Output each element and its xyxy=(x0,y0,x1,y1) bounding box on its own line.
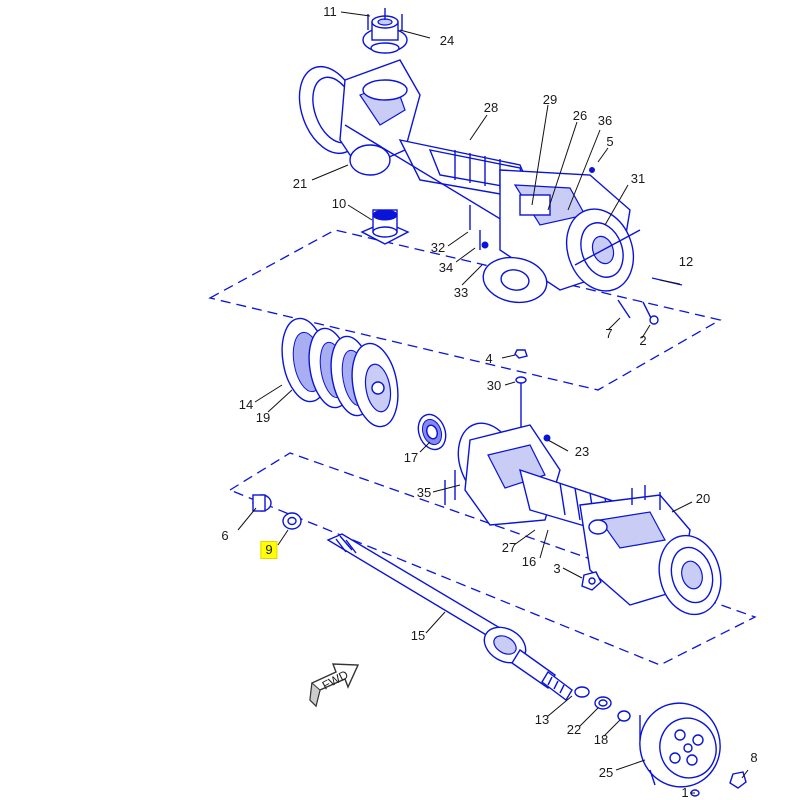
callout-11: 11 xyxy=(323,4,337,19)
callout-19: 19 xyxy=(255,410,271,425)
callout-28: 28 xyxy=(483,100,499,115)
drive-shaft-15 xyxy=(326,533,573,702)
callout-23: 23 xyxy=(574,444,590,459)
lower-group-boundary xyxy=(228,452,757,666)
callout-30: 30 xyxy=(486,378,502,393)
callout-36: 36 xyxy=(597,113,613,128)
upper-axle-assembly xyxy=(298,59,641,304)
callout-13: 13 xyxy=(534,712,550,727)
upper-group-boundary xyxy=(208,229,722,391)
callout-22: 22 xyxy=(566,722,582,737)
callout-8: 8 xyxy=(750,750,758,765)
callout-4: 4 xyxy=(485,351,493,366)
callout-26: 26 xyxy=(572,108,588,123)
callout-25: 25 xyxy=(598,765,614,780)
bushing-6 xyxy=(252,494,272,512)
splined-collar-17 xyxy=(417,413,447,451)
callout-18: 18 xyxy=(593,732,609,747)
callout-17: 17 xyxy=(403,450,419,465)
nut-4 xyxy=(514,349,528,359)
callout-31: 31 xyxy=(630,171,646,186)
washer-30 xyxy=(515,376,527,430)
wheel-hub-25 xyxy=(639,702,721,788)
callout-16: 16 xyxy=(521,554,537,569)
callout-29: 29 xyxy=(542,92,558,107)
leader-lines xyxy=(237,11,749,794)
callout-2: 2 xyxy=(639,333,647,348)
callout-15: 15 xyxy=(410,628,426,643)
callout-6: 6 xyxy=(221,528,229,543)
wheel-hub-top xyxy=(362,8,408,54)
callout-34: 34 xyxy=(438,260,454,275)
bushing-10 xyxy=(360,209,410,245)
callout-1: 1 xyxy=(681,785,689,800)
bolt-12 xyxy=(651,277,683,286)
callout-5: 5 xyxy=(606,134,614,149)
ring-18 xyxy=(617,710,631,722)
seal-9 xyxy=(282,512,302,530)
fwd-arrow: FWD xyxy=(309,663,360,708)
callout-7: 7 xyxy=(605,326,613,341)
callout-9-highlighted: 9 xyxy=(260,541,278,559)
clutch-pack xyxy=(281,317,399,428)
ring-13 xyxy=(574,686,590,698)
bolt-2 xyxy=(642,301,659,325)
callout-32: 32 xyxy=(430,240,446,255)
callout-24: 24 xyxy=(439,33,455,48)
callout-10: 10 xyxy=(331,196,347,211)
callout-35: 35 xyxy=(416,485,432,500)
callout-27: 27 xyxy=(501,540,517,555)
lower-axle-assembly xyxy=(444,422,722,616)
callout-20: 20 xyxy=(695,491,711,506)
pin-7 xyxy=(617,299,631,319)
callout-21: 21 xyxy=(292,176,308,191)
nut-3 xyxy=(581,571,602,591)
ring-22 xyxy=(594,696,612,710)
nut-8 xyxy=(729,771,747,789)
callout-33: 33 xyxy=(453,285,469,300)
callout-14: 14 xyxy=(238,397,254,412)
callout-12: 12 xyxy=(678,254,694,269)
callout-3: 3 xyxy=(553,561,561,576)
